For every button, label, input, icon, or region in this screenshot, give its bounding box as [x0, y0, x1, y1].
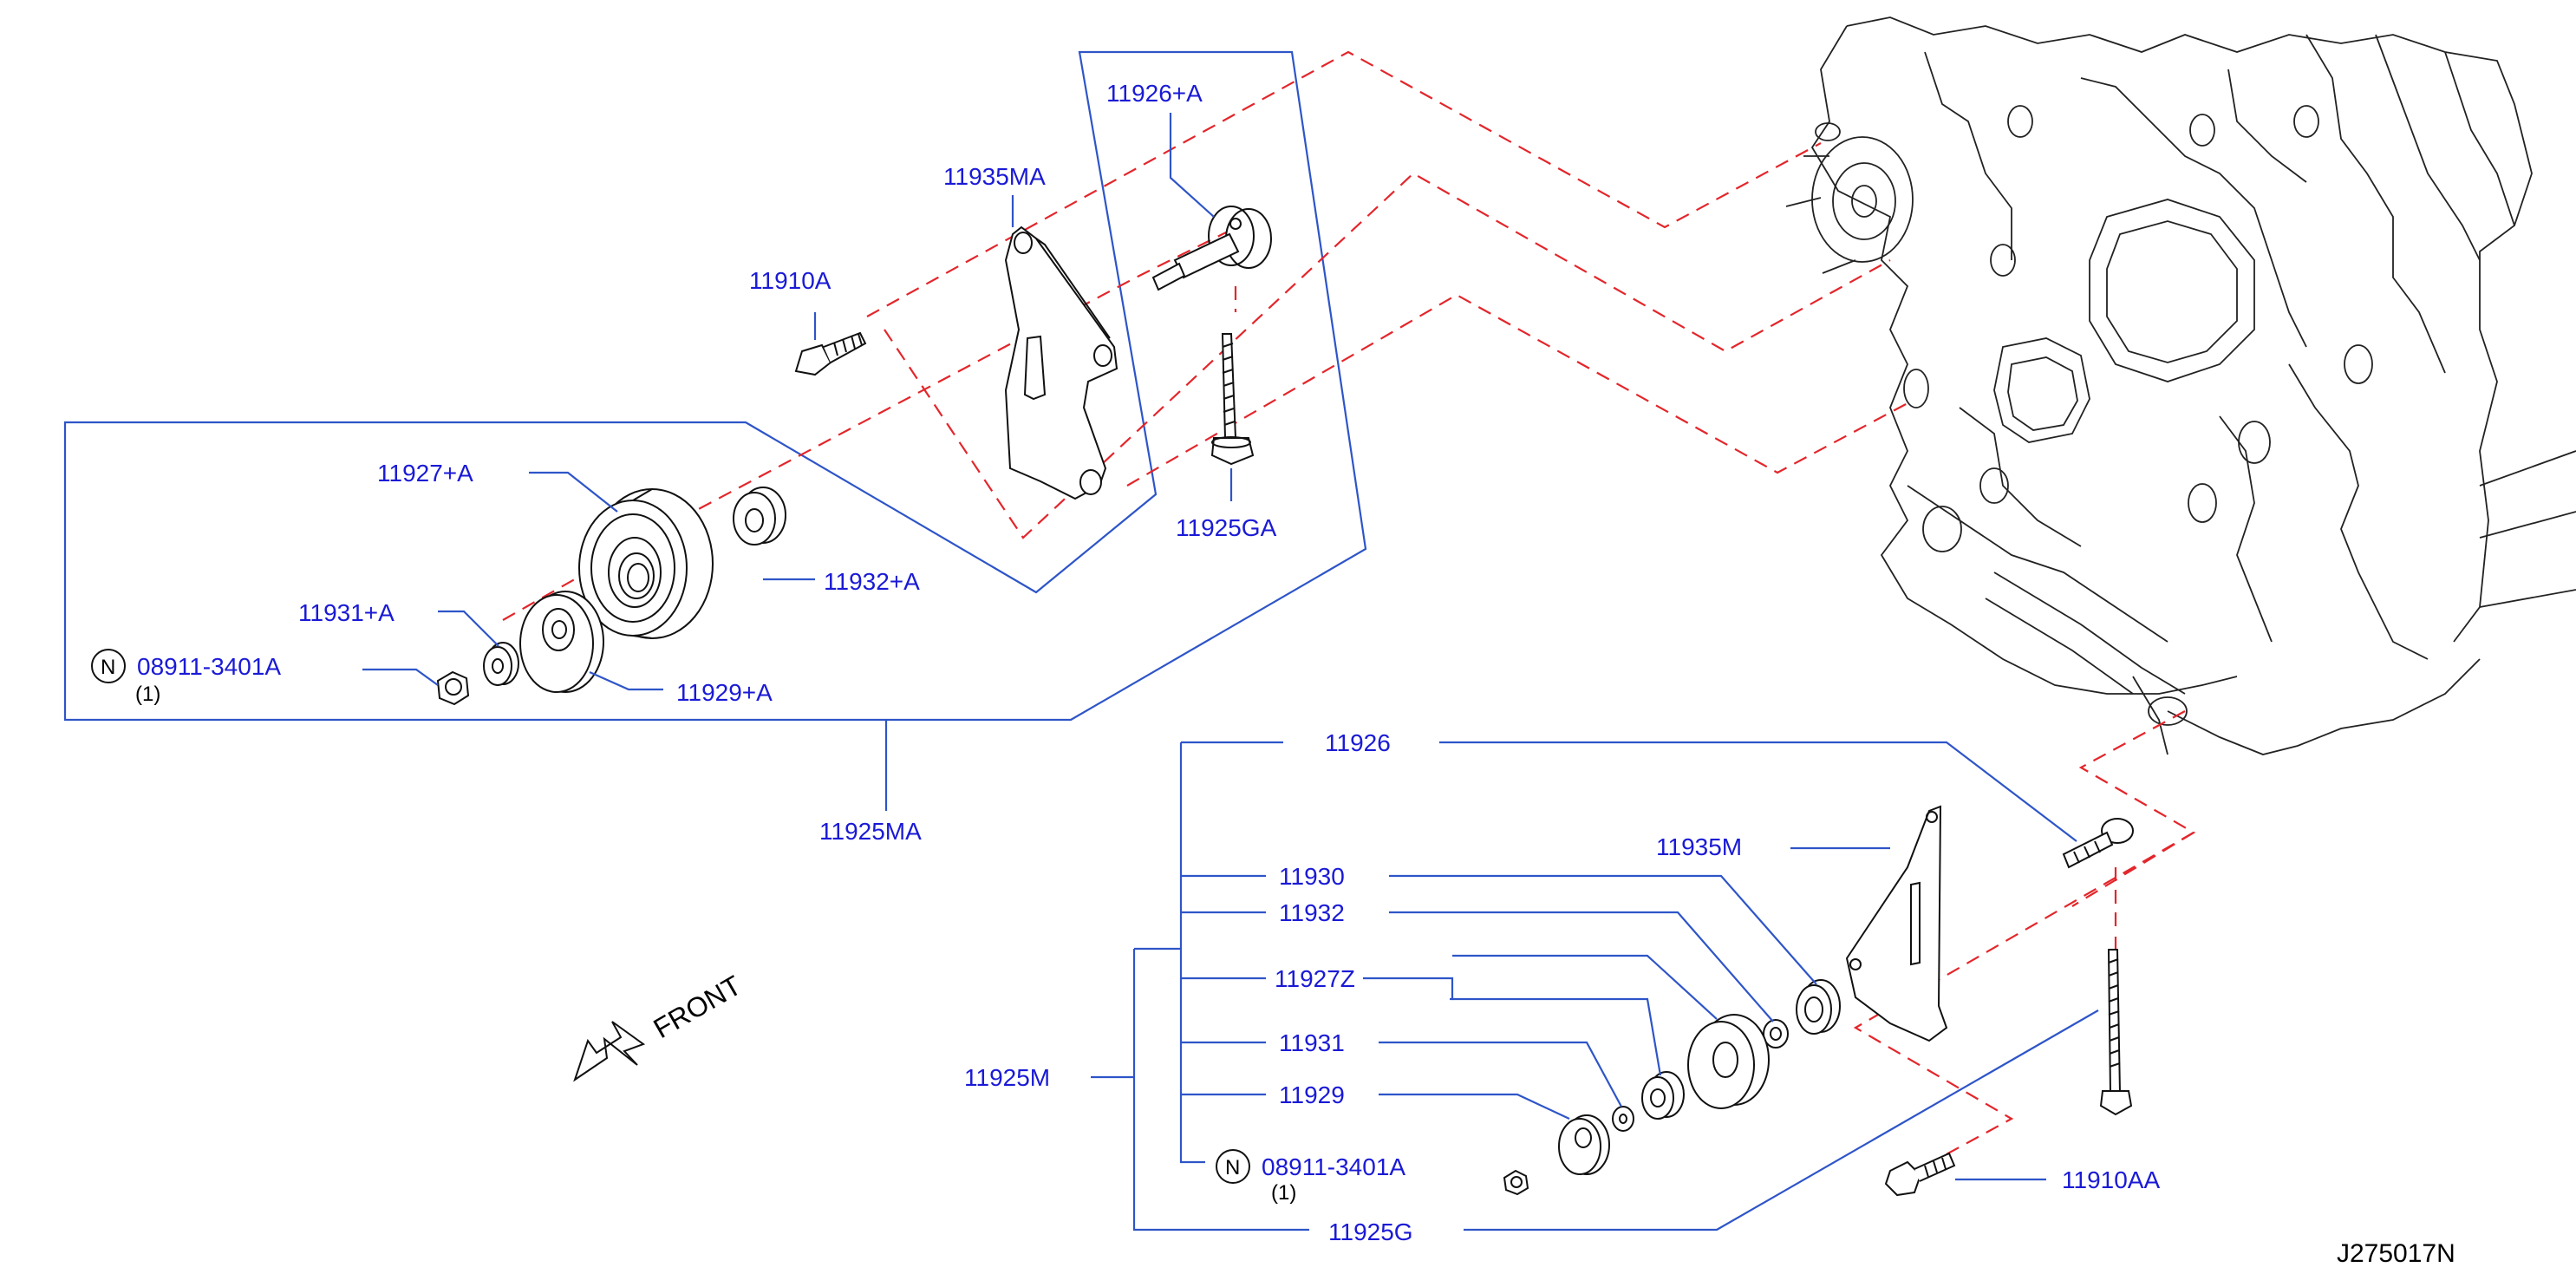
figure-id: J275017N [2337, 1239, 2455, 1268]
washer-11930-icon [1796, 979, 1841, 1035]
label-11925MA[interactable]: 11925MA [819, 818, 922, 845]
label-11925GA[interactable]: 11925GA [1176, 514, 1277, 541]
bracket-11935MA-icon [1004, 225, 1118, 500]
label-11932[interactable]: 11932 [1279, 899, 1345, 926]
pulley-11927Z-icon [1687, 1014, 1770, 1109]
washer-11931A-icon [483, 642, 519, 686]
label-11925M[interactable]: 11925M [964, 1064, 1050, 1091]
washer-11932A-icon [733, 487, 786, 546]
stud-11926A-icon [1151, 206, 1272, 291]
label-11935M[interactable]: 11935M [1656, 833, 1742, 860]
label-nut-bottom[interactable]: 08911-3401A [1262, 1153, 1405, 1180]
labels-top: 11926+A 11935MA 11910A 11927+A 11932+A 1… [91, 80, 1277, 845]
plate-11929-icon [1558, 1114, 1610, 1175]
front-label: FRONT [649, 970, 747, 1044]
label-nut-top-qty: (1) [135, 683, 160, 706]
nut-symbol-top [91, 649, 126, 683]
label-nut-bottom-qty: (1) [1271, 1181, 1296, 1205]
label-11910AA[interactable]: 11910AA [2062, 1166, 2160, 1193]
front-indicator: FRONT [573, 970, 747, 1082]
label-11926[interactable]: 11926 [1325, 729, 1391, 756]
leaders-top [362, 113, 1233, 811]
bracket-11935M-icon [1845, 805, 1948, 1042]
small-washer-icon [1612, 1106, 1634, 1132]
label-11935MA[interactable]: 11935MA [943, 163, 1046, 190]
nut-top-icon [436, 670, 470, 706]
label-11927A[interactable]: 11927+A [377, 460, 473, 487]
tree-bottom [1091, 741, 1309, 1231]
labels-bottom: 11926 11930 11932 11927Z 11931 11929 119… [964, 729, 2160, 1245]
plate-11929A-icon [519, 591, 604, 693]
nut-symbol-top-letter: N [101, 656, 115, 679]
bolt-11910A-icon [794, 331, 867, 376]
label-11932A[interactable]: 11932+A [824, 568, 920, 595]
bolt-11925G-icon [2099, 949, 2133, 1116]
alignment-lines-bottom [1853, 710, 2196, 1172]
bolt-11925GA-icon [1210, 333, 1255, 466]
engine-block-drawing [1785, 16, 2576, 755]
stud-11926-icon [2062, 818, 2134, 869]
front-arrow-icon [573, 1021, 646, 1082]
pulley-11927A-icon [578, 488, 714, 639]
washer-11932-icon [1763, 1019, 1789, 1049]
nut-symbol-bottom [1216, 1149, 1250, 1184]
alignment-lines-top [502, 50, 1908, 621]
label-11929[interactable]: 11929 [1279, 1081, 1345, 1108]
label-11931[interactable]: 11931 [1279, 1029, 1345, 1056]
label-11927Z[interactable]: 11927Z [1275, 965, 1355, 992]
spacer-11931-icon [1641, 1071, 1685, 1120]
label-nut-top[interactable]: 08911-3401A [137, 653, 281, 680]
label-11926A[interactable]: 11926+A [1106, 80, 1203, 107]
label-11931A[interactable]: 11931+A [298, 599, 395, 626]
label-11910A[interactable]: 11910A [749, 267, 831, 294]
leaders-bottom [1363, 741, 2099, 1231]
bolt-11910AA-icon [1884, 1152, 1956, 1197]
nut-symbol-bottom-letter: N [1225, 1156, 1240, 1179]
label-11925G[interactable]: 11925G [1328, 1218, 1413, 1245]
nut-bottom-icon [1503, 1169, 1529, 1196]
label-11930[interactable]: 11930 [1279, 863, 1345, 890]
label-11929A[interactable]: 11929+A [676, 679, 773, 706]
assembly-11925MA-outline [63, 50, 1367, 722]
